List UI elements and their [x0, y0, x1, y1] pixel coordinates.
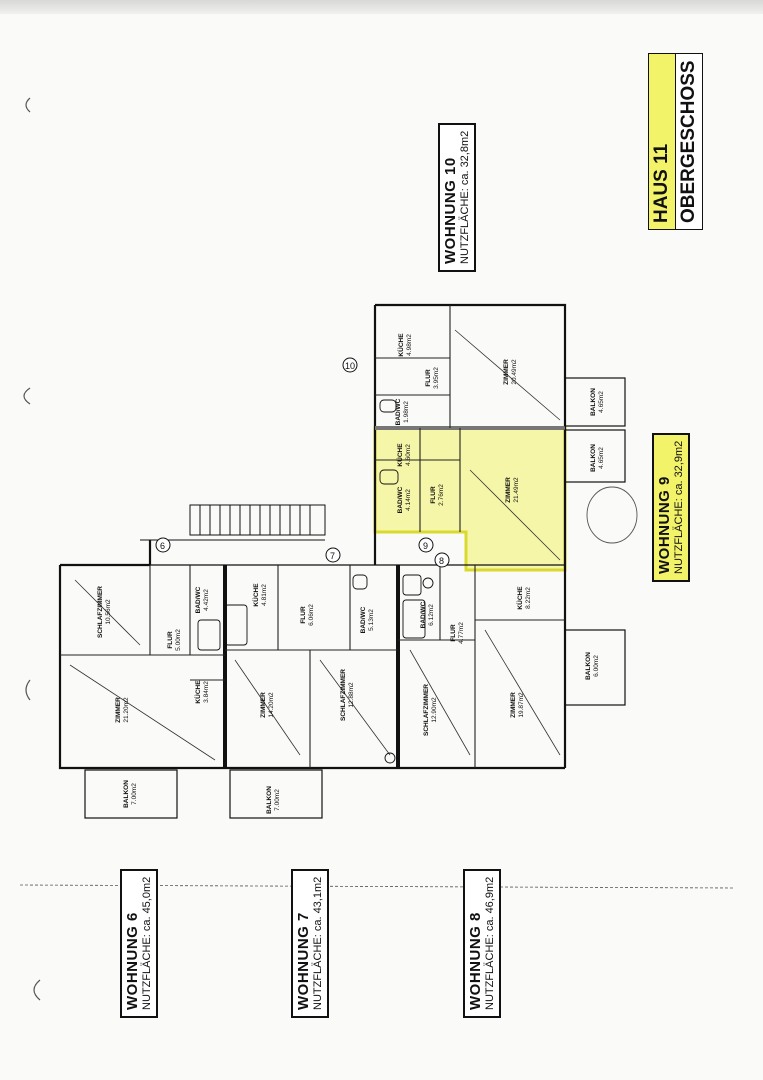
w6-interior [60, 565, 225, 681]
room-label: KÜCHE [515, 586, 524, 610]
wohnung-9-label: WOHNUNG 9 NUTZFLÄCHE: ca. 32,9m2 [652, 432, 690, 582]
wohnung-name: WOHNUNG 8 [467, 912, 484, 1010]
floor-title: OBERGESCHOSS [674, 54, 702, 229]
haus-title-block: HAUS 11 OBERGESCHOSS [648, 53, 703, 230]
room-area: 4.77m2 [458, 622, 465, 644]
outer-wall-left [60, 540, 152, 567]
wohnung-6-label: WOHNUNG 6 NUTZFLÄCHE: ca. 45,0m2 [120, 868, 158, 1018]
room-label: KÜCHE [396, 333, 405, 357]
room-area: 5.00m2 [175, 629, 182, 651]
room-label: SCHLAFZIMMER [423, 684, 430, 736]
room-label: BALKON [123, 780, 130, 808]
room-label: BALKON [590, 388, 597, 416]
room-area: 3.95m2 [433, 367, 440, 389]
room-label: SCHLAFZIMMER [97, 586, 104, 638]
room-area: 4.65m2 [598, 447, 605, 469]
room-label: KÜCHE [193, 680, 202, 704]
w9-interior [375, 428, 461, 532]
outer-wall-bottom [58, 565, 565, 770]
room-area: 10.56m2 [105, 599, 112, 625]
room-label: FLUR [167, 631, 174, 649]
wohnung-10-label: WOHNUNG 10 NUTZFLÄCHE: ca. 32,8m2 [438, 122, 476, 272]
room-label: KÜCHE [251, 583, 260, 607]
balkon-w6 [84, 769, 178, 819]
room-label: FLUR [425, 369, 432, 387]
room-area: 6.06m2 [308, 604, 315, 626]
room-area: 6.12m2 [428, 604, 435, 626]
room-label: FLUR [430, 486, 437, 504]
room-label: ZIMMER [260, 692, 267, 718]
room-area: 14.20m2 [268, 692, 275, 718]
room-label: ZIMMER [510, 692, 517, 718]
haus-title: HAUS 11 [649, 54, 675, 229]
room-area: 8.22m2 [525, 587, 532, 609]
room-area: 4.81m2 [261, 584, 268, 606]
room-label: BAD/WC [395, 398, 402, 425]
wohnung-name: WOHNUNG 9 [656, 476, 673, 574]
room-area: 4.65m2 [598, 391, 605, 413]
room-area: 4.42m2 [203, 589, 210, 611]
balkon-w7 [229, 769, 323, 819]
balkon-w10 [564, 377, 626, 427]
marker-7: 7 [330, 551, 335, 561]
room-area: 3.84m2 [203, 681, 210, 703]
room-label: BALKON [266, 786, 273, 814]
room-area: 12.88m2 [348, 682, 355, 708]
w7-interior [225, 565, 398, 768]
room-label: BALKON [585, 652, 592, 680]
room-area: 6.00m2 [593, 655, 600, 677]
marker-9: 9 [423, 541, 428, 551]
wohnung-name: WOHNUNG 7 [295, 912, 312, 1010]
room-area: 19.87m2 [518, 692, 525, 718]
room-label: BAD/WC [360, 606, 367, 633]
w8-interior [398, 565, 565, 768]
balkon-w9 [564, 429, 626, 483]
wohnung-8-label: WOHNUNG 8 NUTZFLÄCHE: ca. 46,9m2 [463, 868, 501, 1018]
w10-interior [375, 305, 451, 428]
wohnung-area: NUTZFLÄCHE: ca. 32,9m2 [673, 440, 686, 574]
room-label: ZIMMER [505, 477, 512, 503]
wohnung-7-label: WOHNUNG 7 NUTZFLÄCHE: ca. 43,1m2 [291, 868, 329, 1018]
marker-6: 6 [160, 541, 165, 551]
balkon-w8 [564, 629, 626, 706]
wohnung-area: NUTZFLÄCHE: ca. 45,0m2 [141, 876, 154, 1010]
room-label: ZIMMER [115, 697, 122, 723]
room-area: 21.20m2 [123, 697, 130, 723]
staircase [140, 504, 326, 541]
room-label: FLUR [450, 624, 457, 642]
wohnung-area: NUTZFLÄCHE: ca. 32,8m2 [459, 130, 472, 264]
room-area: 4.60m2 [405, 444, 412, 466]
room-area: 1.98m2 [403, 401, 410, 423]
room-area: 2.76m2 [438, 484, 445, 506]
marker-8: 8 [439, 556, 444, 566]
room-label: KÜCHE [395, 443, 404, 467]
room-area: 4.14m2 [405, 489, 412, 511]
room-label: BAD/WC [195, 586, 202, 613]
room-label: ZIMMER [503, 359, 510, 385]
wohnung-name: WOHNUNG 6 [124, 912, 141, 1010]
room-label: BALKON [590, 444, 597, 472]
room-area: 7.00m2 [274, 789, 281, 811]
room-label: BAD/WC [397, 486, 404, 513]
room-area: 21.49m2 [513, 477, 520, 503]
room-area: 20.49m2 [511, 359, 518, 385]
room-label: SCHLAFZIMMER [340, 669, 347, 721]
room-label: FLUR [300, 606, 307, 624]
wohnung-area: NUTZFLÄCHE: ca. 43,1m2 [312, 876, 325, 1010]
room-area: 5.13m2 [368, 609, 375, 631]
room-area: 12.90m2 [431, 697, 438, 723]
room-label: BAD/WC [420, 601, 427, 628]
marker-10: 10 [345, 361, 355, 371]
wohnung-name: WOHNUNG 10 [442, 157, 459, 264]
scan-top-edge [0, 0, 763, 14]
wohnung-area: NUTZFLÄCHE: ca. 46,9m2 [484, 876, 497, 1010]
room-area: 7.00m2 [131, 783, 138, 805]
room-area: 4.98m2 [406, 334, 413, 356]
unit-markers: 6 7 8 9 10 [155, 357, 450, 568]
